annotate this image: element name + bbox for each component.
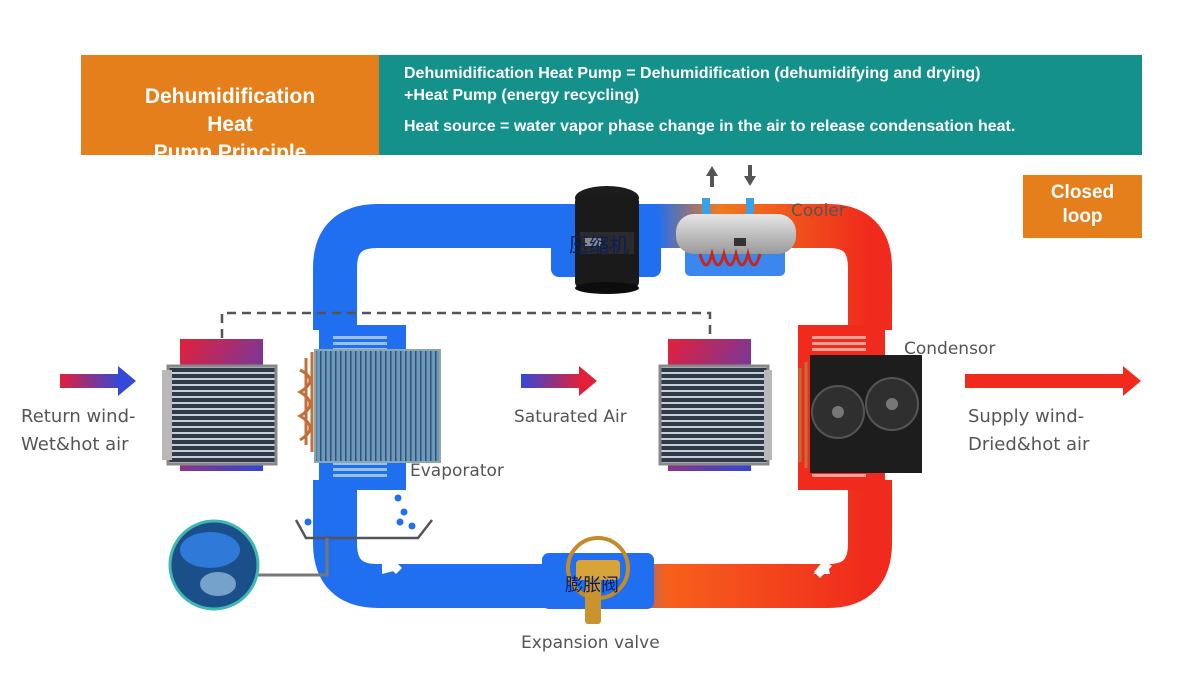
description-line-1: Dehumidification Heat Pump = Dehumidific… xyxy=(404,65,981,82)
arrow-up-icon xyxy=(706,166,718,176)
compressor xyxy=(551,186,661,294)
saturated-air-label: Saturated Air xyxy=(514,407,627,427)
description-box: Dehumidification Heat Pump = Dehumidific… xyxy=(379,55,1142,155)
flow-arrow-tail-3 xyxy=(814,560,832,578)
title-line-3: Pump Principle xyxy=(153,141,307,155)
water-drain-photo xyxy=(168,519,260,611)
evaporator-label: Evaporator xyxy=(410,461,504,481)
air-path-dashed xyxy=(220,311,712,338)
title-line-1: Dehumidification xyxy=(144,85,316,108)
closed-loop-line-2: loop xyxy=(1062,206,1103,227)
cooler-pipe-arrows xyxy=(706,165,756,187)
expansion-valve-label: Expansion valve xyxy=(521,633,660,653)
flow-arrows xyxy=(368,256,834,578)
return-wind-label-2: Wet&hot air xyxy=(21,434,129,455)
return-wind-label-1: Return wind- xyxy=(21,406,136,427)
supply-wind-label-1: Supply wind- xyxy=(968,406,1084,427)
condensate-tray xyxy=(258,494,433,577)
arrow-down-icon xyxy=(744,176,756,186)
title-box: Dehumidification Heat Pump Principle xyxy=(81,55,379,155)
compressor-label: 压缩机 xyxy=(569,233,629,257)
cooler-unit xyxy=(676,198,796,276)
cooler-label: Cooler xyxy=(791,201,846,221)
flow-arrow-tail-1 xyxy=(372,264,392,284)
flow-arrow-tail-2 xyxy=(816,256,834,274)
saturated-air-coil xyxy=(658,339,772,471)
closed-loop-badge: Closed loop xyxy=(1023,175,1142,238)
description-line-2: +Heat Pump (energy recycling) xyxy=(404,87,640,104)
expansion-valve-chars: 膨胀阀 xyxy=(565,575,619,596)
supply-air-arrow xyxy=(965,366,1141,396)
closed-loop-line-1: Closed xyxy=(1050,182,1115,203)
description-line-3: Heat source = water vapor phase change i… xyxy=(404,118,1016,135)
evaporator xyxy=(297,336,441,477)
title-line-2: Heat xyxy=(207,113,253,136)
return-air-arrow xyxy=(60,366,136,396)
flow-arrow-tail-4 xyxy=(384,556,402,574)
expansion-valve xyxy=(542,536,654,624)
condensor xyxy=(798,336,922,477)
condensor-label: Condensor xyxy=(904,339,995,359)
return-air-coil xyxy=(162,339,278,471)
supply-wind-label-2: Dried&hot air xyxy=(968,434,1090,455)
saturated-air-arrow xyxy=(521,366,597,396)
